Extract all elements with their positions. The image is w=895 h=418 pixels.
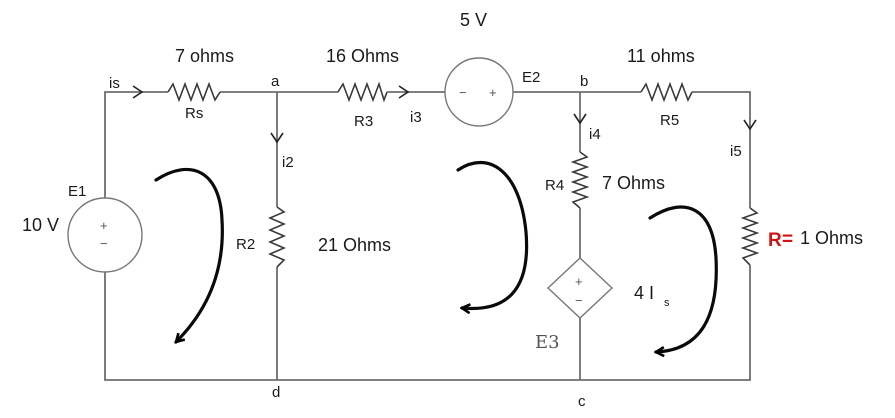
- dependent-source-e3: + − E3 4 I s: [535, 257, 670, 353]
- mesh-loops: [154, 160, 718, 352]
- e2-minus-sign: −: [459, 85, 467, 100]
- resistor-r2: R2 21 Ohms: [236, 206, 391, 268]
- wire-r5-to-right: [692, 91, 751, 208]
- resistor-r5-value: 11 ohms: [627, 46, 695, 66]
- current-i3: i3: [398, 85, 422, 126]
- resistor-r4-label: R4: [545, 177, 564, 194]
- wire-e1-bottom: [104, 265, 751, 381]
- voltage-source-e1-value: 10 V: [22, 215, 59, 235]
- resistor-r2-value: 21 Ohms: [318, 235, 391, 255]
- e3-minus-sign: −: [575, 293, 583, 308]
- dependent-source-e3-symbol: [546, 257, 614, 319]
- resistor-r4-value: 7 Ohms: [602, 173, 665, 193]
- voltage-source-e1-label: E1: [68, 183, 86, 200]
- wires: [104, 91, 751, 381]
- node-d-label: d: [272, 384, 280, 401]
- current-i2: i2: [270, 132, 294, 171]
- mesh-loop-2-icon: [456, 160, 529, 309]
- resistor-r-value: 1 Ohms: [800, 228, 863, 248]
- e1-plus-sign: +: [100, 218, 108, 233]
- e2-plus-sign: +: [489, 85, 497, 100]
- resistor-rs-label: Rs: [185, 105, 203, 122]
- resistor-r3-value: 16 Ohms: [326, 46, 399, 66]
- resistor-r-equals: =: [782, 229, 793, 250]
- resistor-r2-label: R2: [236, 236, 255, 253]
- current-i3-arrow: [398, 85, 410, 99]
- current-i4-arrow: [573, 113, 587, 125]
- current-i5-label: i5: [730, 143, 742, 160]
- e3-plus-sign: +: [575, 274, 583, 289]
- resistor-r4: R4 7 Ohms: [545, 151, 665, 209]
- dependent-source-e3-value: 4 I: [634, 283, 654, 303]
- current-is-arrow: [132, 85, 144, 99]
- current-i4-label: i4: [589, 126, 601, 143]
- resistor-r5: 11 ohms R5: [627, 46, 695, 129]
- current-is: is: [109, 75, 144, 99]
- resistor-r: R = 1 Ohms: [740, 207, 863, 266]
- dependent-source-e3-subscript: s: [664, 297, 670, 309]
- current-i3-label: i3: [410, 109, 422, 126]
- voltage-source-e2-value: 5 V: [460, 10, 487, 30]
- e1-minus-sign: −: [100, 236, 108, 251]
- current-i2-label: i2: [282, 154, 294, 171]
- resistor-rs-value: 7 ohms: [175, 46, 234, 66]
- dependent-source-e3-label: E3: [535, 332, 560, 353]
- mesh-loop-1-icon: [154, 167, 224, 342]
- wire-left: [104, 91, 168, 198]
- current-i5: i5: [730, 119, 757, 160]
- node-a-label: a: [271, 73, 280, 90]
- current-is-label: is: [109, 75, 120, 92]
- voltage-source-e1: + − E1 10 V: [22, 183, 143, 273]
- resistor-r3: 16 Ohms R3: [326, 46, 399, 130]
- voltage-source-e2-symbol: [444, 57, 514, 127]
- resistor-r3-label: R3: [354, 113, 373, 130]
- resistor-r5-label: R5: [660, 112, 679, 129]
- current-i4: i4: [573, 113, 601, 143]
- voltage-source-e2-label: E2: [522, 69, 540, 86]
- node-b-label: b: [580, 73, 588, 90]
- resistor-rs: 7 ohms Rs: [167, 46, 234, 122]
- mesh-loop-3-icon: [648, 205, 718, 352]
- voltage-source-e2: − + 5 V E2: [444, 10, 540, 127]
- node-c-label: c: [578, 393, 586, 410]
- current-i2-arrow: [270, 132, 284, 144]
- current-i5-arrow: [743, 119, 757, 131]
- resistor-r-label: R: [768, 230, 782, 251]
- voltage-source-e1-symbol: [67, 197, 143, 273]
